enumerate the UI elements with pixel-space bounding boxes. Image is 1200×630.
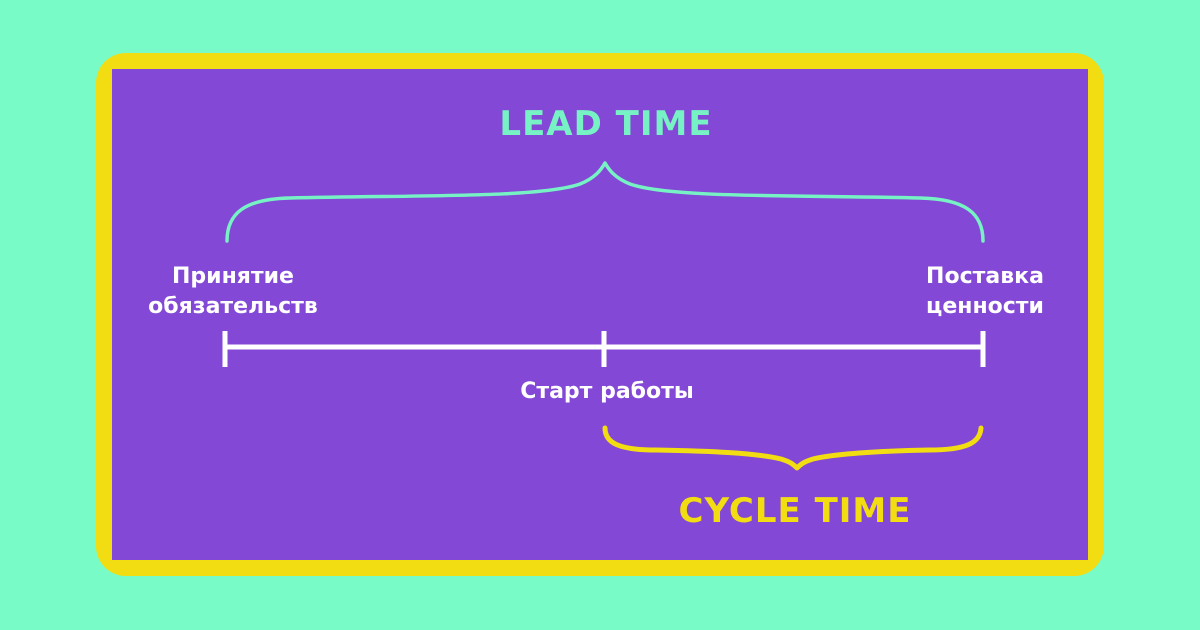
yellow-frame [96,53,1104,576]
milestone-commitment-line2: обязательств [148,294,318,319]
milestone-commitment-label: Принятие обязательств [148,262,318,322]
milestone-delivery-line1: Поставка [926,264,1044,289]
milestone-commitment-line1: Принятие [171,264,294,289]
milestone-delivery-label: Поставка ценности [926,262,1044,322]
purple-panel [112,69,1088,560]
cycle-time-label: CYCLE TIME [678,491,912,531]
milestone-delivery-line2: ценности [926,294,1044,319]
milestone-work-start-label: Старт работы [520,379,694,404]
lead-time-label: LEAD TIME [499,104,713,144]
